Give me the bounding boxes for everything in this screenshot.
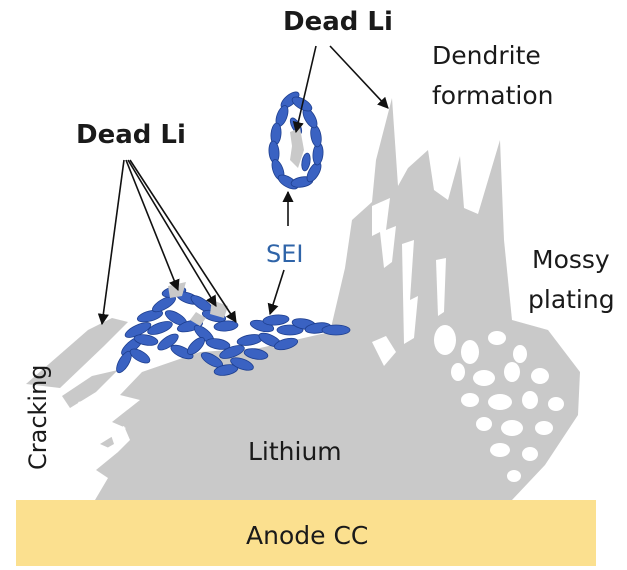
label-dendrite-line1: Dendrite <box>432 41 541 70</box>
label-anode-cc: Anode CC <box>246 521 368 550</box>
arrow-dead-li-left-to-sei-1 <box>125 159 180 292</box>
label-dead-li-left: Dead Li <box>76 120 186 150</box>
label-cracking: Cracking <box>24 364 52 470</box>
lithium-body <box>95 98 580 500</box>
dendrite-gap-2 <box>402 240 418 344</box>
arrow-dead-li-left-to-sei-3 <box>129 159 237 323</box>
dendrite-gap-1 <box>372 198 396 268</box>
label-lithium: Lithium <box>248 437 342 466</box>
sei-surface-layer <box>116 286 351 376</box>
mossy-plating-blobs <box>434 325 564 482</box>
isolated-dead-li-particle <box>268 91 324 190</box>
label-mossy-line2: plating <box>528 285 615 314</box>
crack-bottom-right <box>372 336 396 366</box>
arrow-dead-li-top-to-particle <box>292 45 317 134</box>
cracked-chunk <box>26 318 128 388</box>
arrows <box>97 45 389 326</box>
anode-current-collector <box>16 500 596 566</box>
dendrite-gap-3 <box>436 258 446 316</box>
crack-lower-left <box>100 426 130 460</box>
label-dendrite-line2: formation <box>432 81 554 110</box>
crack-left <box>78 390 120 414</box>
dead-li-inclusion-3 <box>190 312 206 326</box>
arrow-dead-li-left-to-sei-2 <box>127 159 217 307</box>
arrow-dead-li-left-to-chunk <box>97 159 125 326</box>
arrow-dead-li-top-to-dendrite <box>329 45 389 109</box>
label-mossy-line1: Mossy <box>532 245 610 274</box>
cracked-chunk-lower <box>62 370 118 408</box>
label-dead-li-top: Dead Li <box>283 7 393 37</box>
label-sei: SEI <box>266 240 303 268</box>
arrow-sei-down <box>267 269 285 316</box>
